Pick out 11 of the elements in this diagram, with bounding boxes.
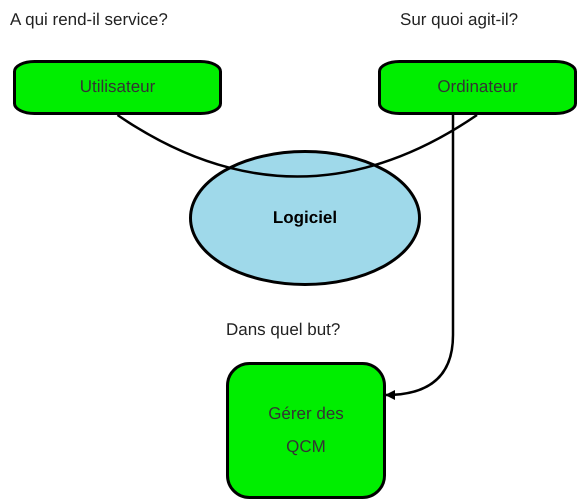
- question-label: Sur quoi agit-il?: [400, 10, 518, 30]
- node-label: Utilisateur: [80, 76, 156, 98]
- ellipse-node: [189, 150, 421, 286]
- node-label: Logiciel: [272, 206, 338, 229]
- node-label: Ordinateur: [437, 76, 518, 98]
- node-label: Gérer des QCM: [267, 403, 345, 458]
- connector-line: [116, 114, 230, 170]
- question-label: Dans quel but?: [226, 320, 340, 340]
- connector-line: [374, 114, 478, 166]
- arrow: [385, 115, 454, 400]
- question-label: A qui rend-il service?: [10, 10, 168, 30]
